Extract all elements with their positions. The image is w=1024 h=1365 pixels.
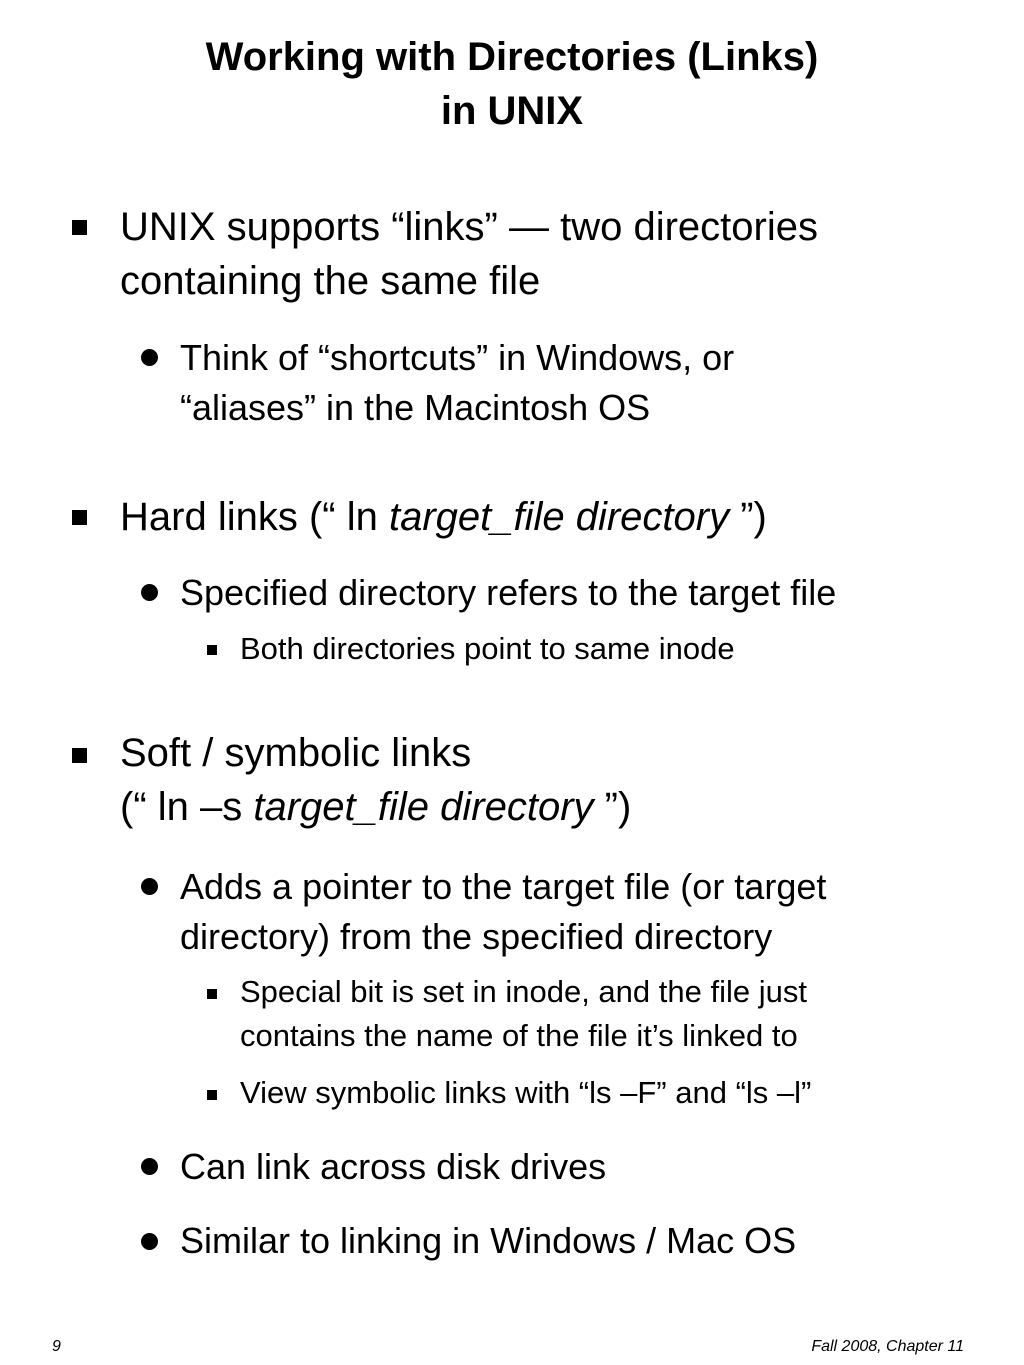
bullet-hard-links: Hard links (“ ln target_file directory ”… xyxy=(120,490,767,544)
bullet-text-line: Special bit is set in inode, and the fil… xyxy=(240,974,807,1009)
bullet-text-line: containing the same file xyxy=(120,259,541,303)
slide-title-line1: Working with Directories (Links) xyxy=(205,35,819,79)
square-bullet-icon xyxy=(72,510,87,525)
square-bullet-icon xyxy=(72,220,87,235)
bullet-disk-drives: Can link across disk drives xyxy=(180,1142,606,1192)
bullet-text-line: Adds a pointer to the target file (or ta… xyxy=(180,866,827,907)
round-bullet-icon xyxy=(141,1158,158,1175)
slide-title-line2: in UNIX xyxy=(440,89,584,133)
bullet-special-bit: Special bit is set in inode, and the fil… xyxy=(240,970,807,1058)
bullet-text-line: Specified directory refers to the target… xyxy=(180,572,837,613)
bullet-text-suffix: ”) xyxy=(729,495,767,539)
bullet-shortcuts: Think of “shortcuts” in Windows, or “ali… xyxy=(180,333,734,433)
bullet-text-line: contains the name of the file it’s linke… xyxy=(240,1018,798,1053)
bullet-text-italic: target_file directory xyxy=(253,785,594,829)
bullet-text-line: Can link across disk drives xyxy=(180,1146,607,1187)
round-bullet-icon xyxy=(141,878,158,895)
bullet-view-symlinks: View symbolic links with “ls –F” and “ls… xyxy=(240,1071,811,1115)
bullet-similar-linking: Similar to linking in Windows / Mac OS xyxy=(180,1216,796,1266)
bullet-text-suffix: ”) xyxy=(593,785,632,829)
bullet-text-line: Think of “shortcuts” in Windows, or xyxy=(180,337,735,378)
slide-title: Working with Directories (Links) in UNIX xyxy=(0,30,1024,138)
small-square-bullet-icon xyxy=(207,989,217,999)
bullet-soft-links: Soft / symbolic links (“ ln –s target_fi… xyxy=(120,726,631,834)
bullet-links-intro: UNIX supports “links” — two directories … xyxy=(120,200,818,308)
small-square-bullet-icon xyxy=(207,645,217,655)
bullet-specified-directory: Specified directory refers to the target… xyxy=(180,568,836,618)
bullet-text-line: directory) from the specified directory xyxy=(180,916,773,957)
small-square-bullet-icon xyxy=(207,1090,217,1100)
round-bullet-icon xyxy=(141,584,158,601)
course-info: Fall 2008, Chapter 11 xyxy=(811,1338,964,1355)
bullet-text-prefix: (“ ln –s xyxy=(120,785,254,829)
bullet-text-prefix: Hard links (“ ln xyxy=(120,495,389,539)
bullet-text-line: View symbolic links with “ls –F” and “ls… xyxy=(240,1075,812,1110)
bullet-text-italic: target_file directory xyxy=(388,495,730,539)
round-bullet-icon xyxy=(141,349,158,366)
page-number: 9 xyxy=(52,1338,61,1355)
bullet-adds-pointer: Adds a pointer to the target file (or ta… xyxy=(180,862,826,962)
bullet-text-line: Soft / symbolic links xyxy=(120,731,472,775)
bullet-text-line: Both directories point to same inode xyxy=(240,631,735,666)
bullet-text-line: UNIX supports “links” — two directories xyxy=(120,205,818,249)
bullet-text-line: Similar to linking in Windows / Mac OS xyxy=(180,1220,797,1261)
square-bullet-icon xyxy=(72,748,87,763)
round-bullet-icon xyxy=(141,1233,158,1250)
bullet-text-line: “aliases” in the Macintosh OS xyxy=(180,387,651,428)
bullet-same-inode: Both directories point to same inode xyxy=(240,627,735,671)
